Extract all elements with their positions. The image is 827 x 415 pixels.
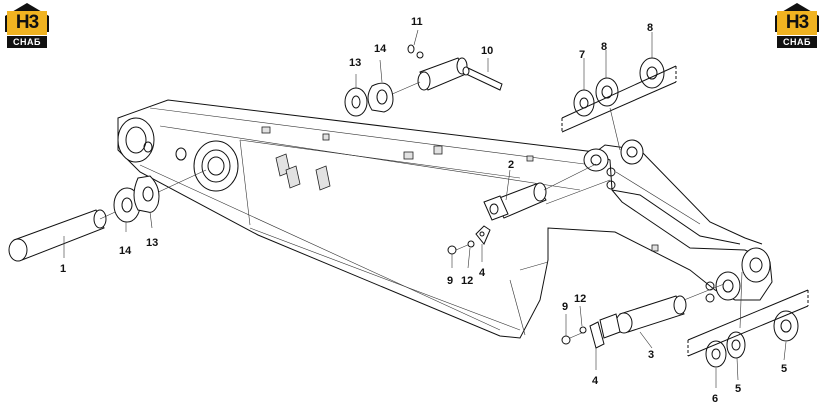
callout-12-upper: 12 — [461, 275, 473, 287]
bolt-11 — [407, 44, 424, 59]
pin-3 — [599, 283, 725, 339]
callout-7: 7 — [579, 49, 585, 61]
washer-8-inner — [595, 77, 619, 107]
callout-9-upper: 9 — [447, 275, 453, 287]
callout-4-upper: 4 — [479, 267, 486, 279]
logo-caption: CHAБ — [7, 36, 47, 48]
washer-6 — [705, 340, 727, 368]
callout-5-inner: 5 — [735, 383, 741, 395]
pin-1 — [8, 169, 207, 262]
callout-6: 6 — [712, 393, 718, 405]
callout-9-lower: 9 — [562, 301, 568, 313]
washer-13-left — [133, 175, 160, 213]
lock-plate-4-lower — [589, 321, 605, 349]
washer-14-upper — [367, 82, 394, 113]
callout-1: 1 — [60, 263, 66, 275]
washer-12-lower — [579, 326, 587, 334]
pin-assembly-10 — [389, 57, 503, 96]
brand-logo-right: H3 CHAБ — [772, 2, 822, 50]
brand-logo-left: H3 CHAБ — [2, 2, 52, 50]
washer-5-outer — [773, 310, 799, 342]
logo-mark: H3 — [777, 11, 817, 35]
callout-13-left: 13 — [146, 237, 158, 249]
callout-3: 3 — [648, 349, 654, 361]
logo-caption: CHAБ — [777, 36, 817, 48]
callout-labels: 1 14 13 13 14 11 10 7 8 8 2 9 12 4 9 12 … — [60, 16, 787, 405]
callout-11: 11 — [411, 16, 423, 28]
logo-mark: H3 — [7, 11, 47, 35]
callout-14-left: 14 — [119, 245, 132, 257]
callout-12-lower: 12 — [574, 293, 586, 305]
callout-8-outer: 8 — [647, 22, 653, 34]
bolt-9-lower — [561, 331, 585, 345]
washer-7 — [573, 89, 595, 117]
washer-5-inner — [726, 331, 746, 359]
leader-lines — [63, 29, 787, 388]
callout-5-outer: 5 — [781, 363, 787, 375]
callout-14-upper: 14 — [374, 43, 387, 55]
lock-plate-4-upper — [475, 225, 491, 245]
boom-body — [117, 99, 773, 339]
washer-8-outer — [639, 57, 665, 89]
callout-4-lower: 4 — [592, 375, 599, 387]
bolt-9-upper — [447, 243, 471, 255]
assembly-lines-lower — [687, 271, 809, 357]
washer-12-upper — [467, 240, 475, 248]
washer-13-upper — [344, 87, 368, 117]
callout-8-inner: 8 — [601, 41, 607, 53]
washer-14-left — [113, 187, 141, 223]
callout-13-upper: 13 — [349, 57, 361, 69]
pin-2 — [483, 163, 611, 221]
callout-10: 10 — [481, 45, 493, 57]
assembly-lines-upper — [561, 65, 677, 151]
callout-2: 2 — [508, 159, 514, 171]
